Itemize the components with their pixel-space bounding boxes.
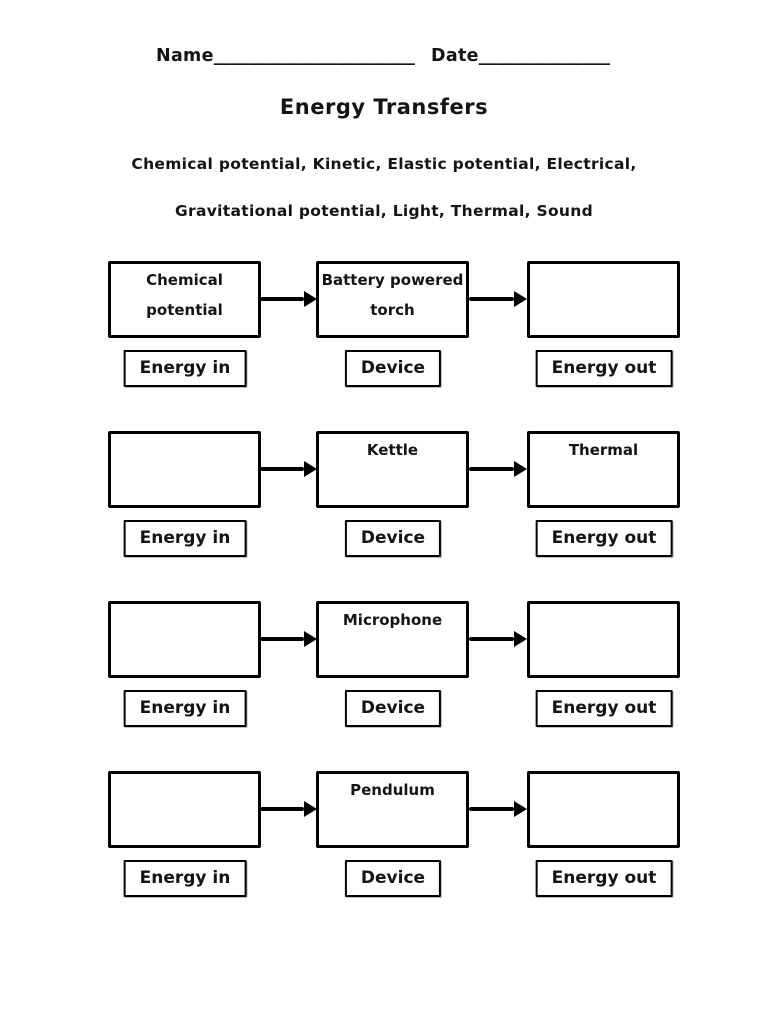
device-label: Device: [344, 350, 442, 387]
arrow-head-icon: [304, 461, 317, 477]
arrow-shaft: [260, 807, 304, 811]
header-line: Name_______________________ Date_________…: [156, 46, 610, 66]
name-label: Name: [156, 46, 214, 66]
energy-in-box-blank[interactable]: [108, 771, 261, 848]
energy-out-box-blank[interactable]: [527, 771, 680, 848]
energy-out-label: Energy out: [535, 520, 673, 557]
device-box: Kettle: [316, 431, 469, 508]
arrow-shaft: [469, 637, 514, 641]
device-box: Battery powered torch: [316, 261, 469, 338]
date-label: Date: [431, 46, 479, 66]
energy-in-box-blank[interactable]: [108, 601, 261, 678]
word-bank-line-2: Gravitational potential, Light, Thermal,…: [175, 202, 593, 220]
arrow-head-icon: [304, 291, 317, 307]
arrow-shaft: [469, 297, 514, 301]
arrow-shaft: [260, 637, 304, 641]
energy-in-label: Energy in: [123, 860, 247, 897]
device-box: Microphone: [316, 601, 469, 678]
arrow-shaft: [469, 807, 514, 811]
energy-out-box: Thermal: [527, 431, 680, 508]
arrow-head-icon: [514, 291, 527, 307]
device-label: Device: [344, 520, 442, 557]
energy-in-label: Energy in: [123, 520, 247, 557]
arrow-head-icon: [514, 461, 527, 477]
energy-in-label: Energy in: [123, 690, 247, 727]
page-title: Energy Transfers: [279, 95, 489, 119]
energy-in-label: Energy in: [123, 350, 247, 387]
word-bank-line-1: Chemical potential, Kinetic, Elastic pot…: [131, 155, 637, 173]
date-blank-line[interactable]: _______________: [478, 46, 611, 66]
arrow-shaft: [469, 467, 514, 471]
energy-out-box-blank[interactable]: [527, 261, 680, 338]
device-label: Device: [344, 860, 442, 897]
energy-in-box: Chemical potential: [108, 261, 261, 338]
arrow-head-icon: [514, 801, 527, 817]
arrow-shaft: [260, 297, 304, 301]
arrow-head-icon: [514, 631, 527, 647]
energy-out-label: Energy out: [535, 690, 673, 727]
energy-out-label: Energy out: [535, 350, 673, 387]
arrow-head-icon: [304, 801, 317, 817]
energy-in-box-blank[interactable]: [108, 431, 261, 508]
energy-out-label: Energy out: [535, 860, 673, 897]
arrow-head-icon: [304, 631, 317, 647]
device-box: Pendulum: [316, 771, 469, 848]
name-blank-line[interactable]: _______________________: [213, 46, 416, 66]
device-label: Device: [344, 690, 442, 727]
energy-out-box-blank[interactable]: [527, 601, 680, 678]
arrow-shaft: [260, 467, 304, 471]
